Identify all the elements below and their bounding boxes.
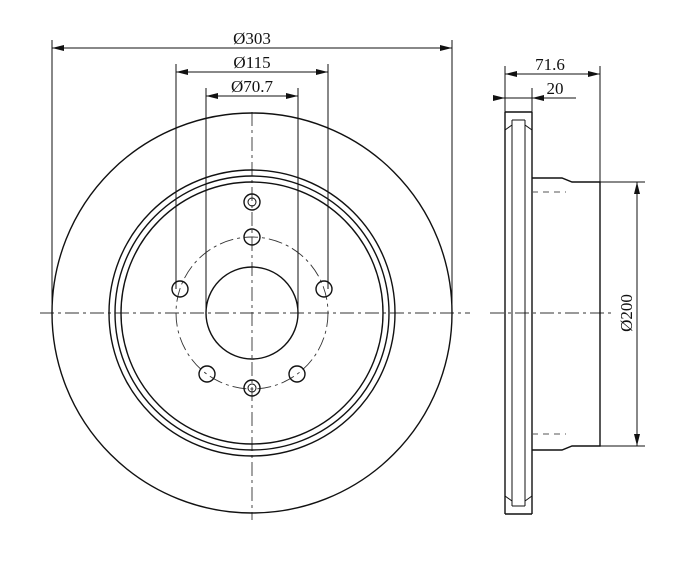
hat-diameter-label: Ø200 — [617, 294, 636, 332]
hat-inner-ring-1 — [114, 175, 390, 451]
bolt-hole-lower-right — [288, 365, 306, 383]
center-bore-diameter-label: Ø70.7 — [231, 77, 274, 96]
dimension-outer-diameter: Ø303 — [51, 29, 453, 313]
dimension-hat-diameter: Ø200 — [600, 181, 645, 447]
set-screw-hole-bottom — [243, 379, 261, 397]
hat-outer-ring — [108, 169, 396, 457]
bolt-hole-lower-left — [198, 365, 216, 383]
bolt-circle — [175, 236, 329, 390]
dimension-center-bore-diameter: Ø70.7 — [205, 77, 299, 313]
dimension-bolt-circle-diameter: Ø115 — [175, 53, 329, 289]
set-screw-hole-top — [243, 193, 261, 211]
bolt-hole-top — [243, 228, 261, 246]
hat-profile — [532, 177, 601, 451]
dimension-disc-thickness: 20 — [493, 79, 576, 112]
front-view: Ø303 Ø115 Ø70.7 — [40, 29, 470, 520]
disc-thickness-label: 20 — [547, 79, 564, 98]
side-view: 71.6 20 Ø200 — [490, 55, 645, 515]
bolt-circle-diameter-label: Ø115 — [233, 53, 270, 72]
hat-inner-ring-2 — [120, 181, 384, 445]
total-height-label: 71.6 — [535, 55, 565, 74]
outer-diameter-label: Ø303 — [233, 29, 271, 48]
bolt-hole-left — [171, 280, 189, 298]
dimension-total-height: 71.6 — [504, 55, 601, 182]
bolt-hole-right — [315, 280, 333, 298]
